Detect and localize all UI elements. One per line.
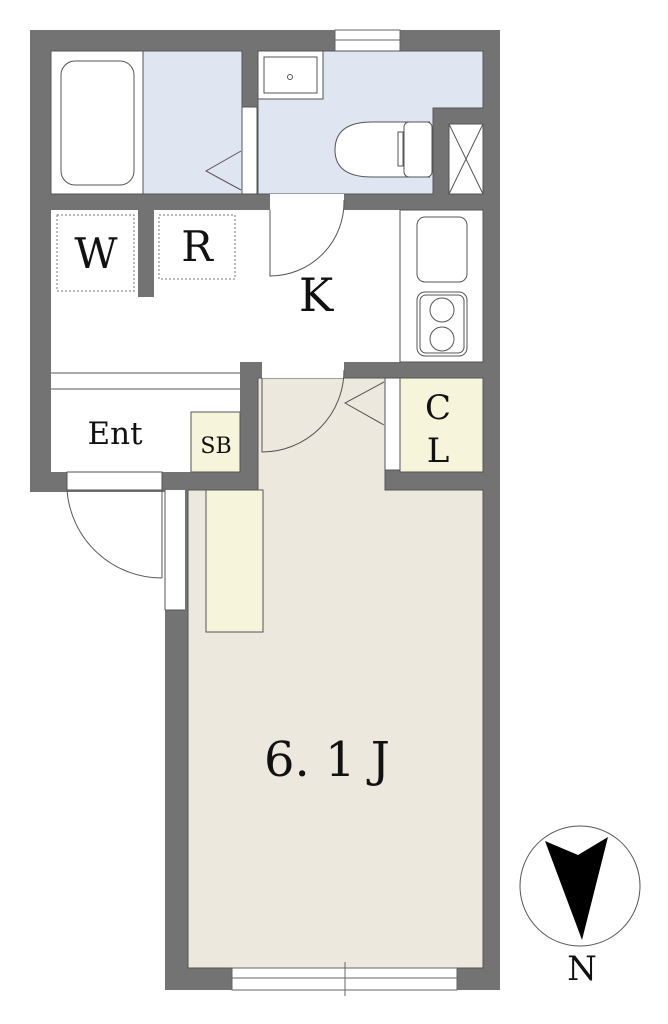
- label-shoe-box: SB: [200, 434, 231, 459]
- label-refrigerator: R: [181, 222, 214, 271]
- front-door[interactable]: [66, 471, 163, 491]
- label-kitchen: K: [299, 268, 335, 322]
- fridge-space: [158, 214, 236, 280]
- label-main-room: 6. 1 J: [264, 732, 390, 788]
- north-compass: N: [519, 825, 641, 989]
- closet: [399, 377, 484, 473]
- bath-hall-door[interactable]: [270, 194, 344, 210]
- label-entrance: Ent: [87, 416, 143, 452]
- label-closet-l: L: [427, 431, 450, 471]
- bathroom: [142, 50, 243, 195]
- room-door[interactable]: [262, 362, 344, 378]
- closet-door[interactable]: [384, 377, 401, 471]
- label-washroom: W: [74, 229, 118, 278]
- storage-closet: [205, 489, 264, 633]
- north-arrow-icon: [545, 837, 608, 940]
- exterior-notch: [165, 490, 185, 610]
- pipe-shaft: [448, 123, 484, 195]
- washer-space: [56, 214, 135, 292]
- label-closet-c: C: [425, 388, 451, 428]
- bathtub: [60, 60, 135, 186]
- kitchen-sink: [416, 216, 468, 283]
- stove: [416, 291, 468, 357]
- shoe-box: [190, 411, 241, 473]
- compass-label: N: [567, 949, 597, 989]
- partition-wall: [138, 210, 154, 297]
- bath-door[interactable]: [241, 106, 258, 195]
